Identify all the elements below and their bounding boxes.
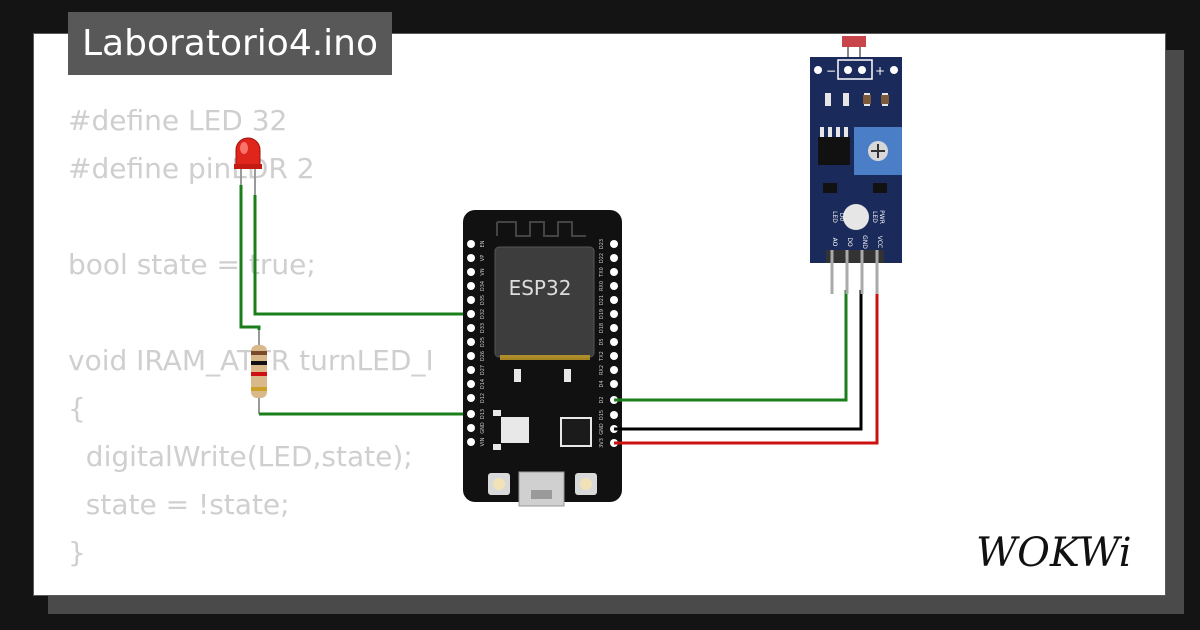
- pin-labels: EN VP VN D34 D35 D32 D33 D25 D26 D27 D14…: [480, 239, 605, 448]
- pin-label: D33: [480, 323, 486, 333]
- pin-label: D19: [599, 309, 605, 319]
- pin-label: GND: [480, 422, 486, 434]
- pin-label: D23: [599, 239, 605, 249]
- sensor-label: D0: [838, 213, 845, 222]
- sensor-header-pins: [830, 250, 879, 294]
- smd-component: [514, 369, 521, 382]
- ldr-photoresistor: [842, 36, 866, 47]
- pin-label: D14: [480, 379, 486, 389]
- smd-component: [564, 369, 571, 382]
- pin-label: VIN: [480, 437, 486, 446]
- pin-label: D35: [480, 295, 486, 305]
- sensor-led: [843, 204, 869, 230]
- pin-label: VP: [480, 255, 486, 261]
- left-pin-holes: [467, 240, 475, 446]
- pin-label: D22: [599, 253, 605, 263]
- pin-label: RX0: [599, 281, 605, 291]
- code-line: #define LED 32: [68, 104, 288, 137]
- regulator-pin: [493, 444, 501, 450]
- sensor-plus-label: +: [875, 64, 885, 78]
- sensor-label: DO: [846, 237, 853, 247]
- pin-label: D5: [599, 338, 605, 345]
- sensor-label: VCC: [876, 236, 883, 248]
- code-preview: #define LED 32 #define pinLDR 2 bool sta…: [68, 104, 488, 584]
- pin-label: D32: [480, 309, 486, 319]
- wires-led: [239, 185, 471, 430]
- pin-label: D2: [599, 396, 605, 403]
- boot-button-cap: [580, 478, 592, 490]
- resistor[interactable]: [251, 330, 267, 414]
- pin-label: D13: [480, 409, 486, 419]
- pin-label: D12: [480, 393, 486, 403]
- pin-label: D26: [480, 351, 486, 361]
- regulator-pin: [493, 410, 501, 416]
- sensor-label: GND: [861, 235, 868, 249]
- esp32-label: ESP32: [509, 276, 572, 300]
- en-button-cap: [493, 478, 505, 490]
- wokwi-logo-text: WOKWi: [976, 530, 1132, 576]
- pin-label: D21: [599, 295, 605, 305]
- usb-port-hole: [531, 490, 552, 499]
- pin-label: EN: [480, 240, 486, 247]
- regulator: [501, 417, 529, 443]
- esp32-board[interactable]: ESP32 EN VP VN D34 D35 D32 D33 D25 D: [463, 210, 622, 507]
- sensor-labels: PWR LED D0 LED AO DO GND VCC: [831, 210, 885, 249]
- sensor-label: LED: [831, 211, 838, 223]
- file-title: Laboratorio4.ino: [68, 12, 393, 75]
- module-castellations: [500, 355, 590, 360]
- pin-label: D27: [480, 365, 486, 375]
- wokwi-logo: WOKWi: [976, 530, 1132, 576]
- red-led[interactable]: [234, 137, 262, 195]
- code-line: state = !state;: [68, 488, 290, 521]
- comparator-chip: [818, 137, 850, 165]
- pin-label: D4: [599, 380, 605, 387]
- pin-label: GND: [599, 423, 605, 435]
- pin-label: D18: [599, 323, 605, 333]
- pin-label: TX0: [599, 267, 605, 278]
- code-line: digitalWrite(LED,state);: [68, 440, 413, 473]
- pin-label: RX2: [599, 365, 605, 375]
- pin-label: D15: [599, 410, 605, 420]
- code-line: {: [68, 392, 86, 425]
- code-line: bool state = true;: [68, 248, 316, 281]
- usb-port: [518, 471, 565, 507]
- usb-chip: [560, 417, 592, 447]
- right-pin-holes: [610, 240, 618, 447]
- sensor-label: PWR: [878, 210, 885, 224]
- code-line: }: [68, 536, 86, 569]
- pin-label: VN: [480, 268, 486, 275]
- pin-label: D34: [480, 281, 486, 291]
- pin-label: D25: [480, 337, 486, 347]
- pin-label: 3V3: [599, 438, 605, 448]
- wires-sensor: [614, 290, 879, 445]
- sensor-minus-label: −: [826, 64, 836, 78]
- sensor-label: AO: [831, 238, 838, 247]
- sensor-label: LED: [871, 211, 878, 223]
- ldr-sensor-module[interactable]: − + PWR LED D0 LED AO DO GND VCC: [810, 36, 902, 294]
- pin-label: TX2: [599, 351, 605, 362]
